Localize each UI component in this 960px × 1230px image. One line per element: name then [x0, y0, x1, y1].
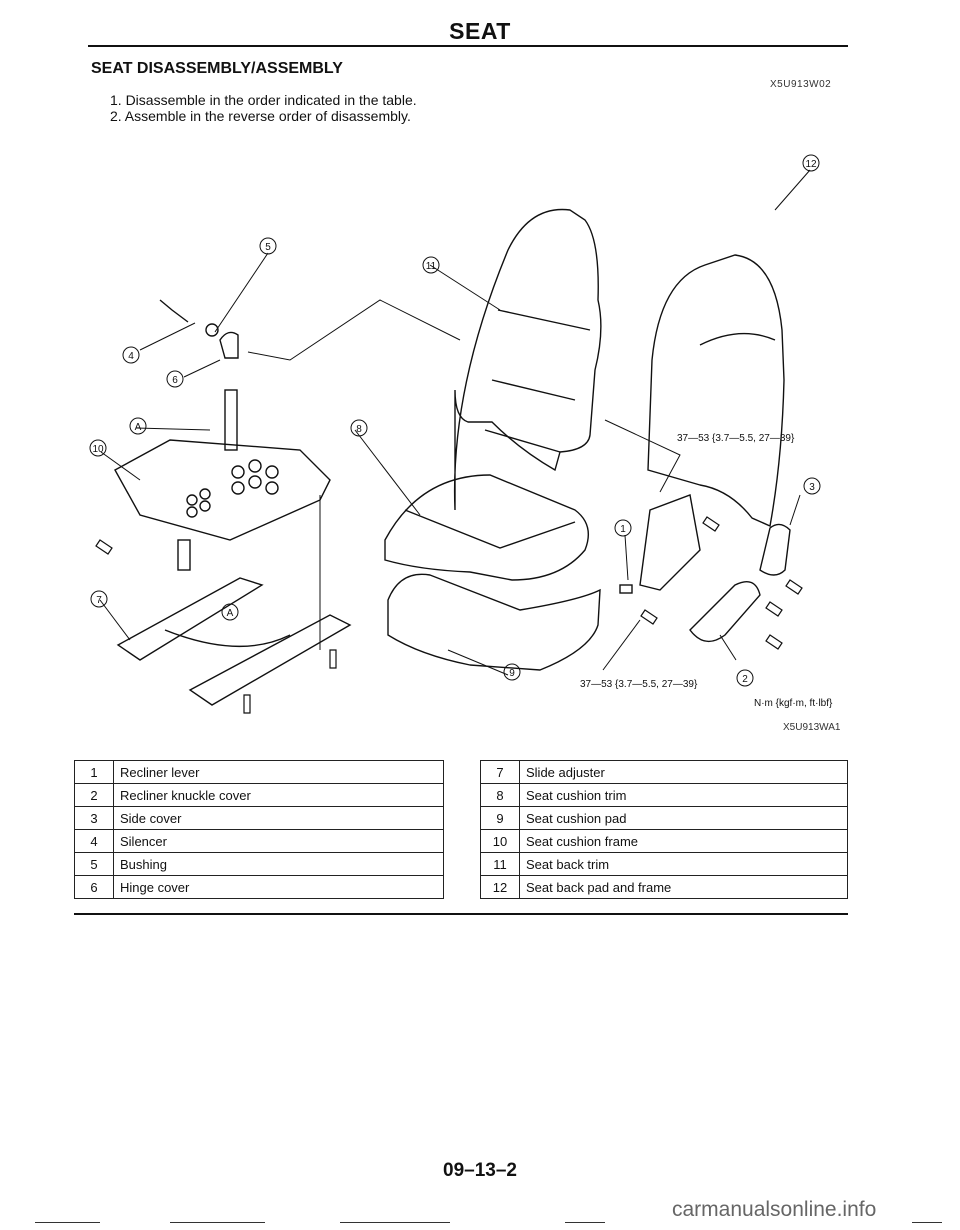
callout-9: 9	[509, 668, 515, 679]
part-name: Hinge cover	[113, 875, 444, 899]
page-header-title: SEAT	[449, 18, 511, 44]
seat-back-pad	[647, 254, 785, 528]
slide-adjuster-wire	[164, 629, 291, 647]
part-number: 10	[480, 829, 520, 853]
part-number: 5	[74, 852, 114, 876]
part-number: 12	[480, 875, 520, 899]
seat-frame-bracket	[224, 389, 238, 451]
seat-back-trim-seams	[484, 309, 591, 453]
footer-scan-line	[912, 1222, 942, 1223]
part-name: Silencer	[113, 829, 444, 853]
seat-cushion-pad	[387, 573, 601, 671]
footer-scan-line	[170, 1222, 265, 1223]
part-name: Slide adjuster	[519, 760, 848, 784]
part-number: 3	[74, 806, 114, 830]
part-number: 9	[480, 806, 520, 830]
part-name: Side cover	[113, 806, 444, 830]
torque-spec-upper: 37—53 {3.7—5.5, 27—39}	[677, 433, 795, 444]
figure-code: X5U913WA1	[783, 722, 841, 733]
part-number: 4	[74, 829, 114, 853]
section-code: X5U913W02	[770, 79, 832, 90]
part-number: 11	[480, 852, 520, 876]
seat-cushion-trim	[384, 474, 589, 581]
footer-scan-line	[340, 1222, 450, 1223]
callout-a-lower: A	[227, 608, 234, 619]
part-name: Bushing	[113, 852, 444, 876]
instruction-2: 2. Assemble in the reverse order of disa…	[110, 108, 411, 124]
bushing	[205, 323, 219, 337]
torque-spec-lower: 37—53 {3.7—5.5, 27—39}	[580, 679, 698, 690]
slide-adjuster-rail-right	[188, 614, 352, 706]
torque-units: N·m {kgf·m, ft·lbf}	[754, 698, 833, 709]
hinge-cover	[219, 331, 239, 359]
instruction-1: 1. Disassemble in the order indicated in…	[110, 92, 417, 108]
side-cover	[759, 523, 791, 576]
part-number: 8	[480, 783, 520, 807]
seat-cushion-frame	[114, 439, 331, 541]
part-name: Seat cushion frame	[519, 829, 848, 853]
part-name: Seat back pad and frame	[519, 875, 848, 899]
callout-a-upper: A	[135, 422, 142, 433]
callout-6: 6	[172, 375, 178, 386]
callout-11: 11	[426, 261, 437, 272]
callout-3: 3	[809, 482, 815, 493]
callout-1: 1	[620, 524, 626, 535]
part-name: Seat cushion trim	[519, 783, 848, 807]
callout-5: 5	[265, 242, 271, 253]
callout-8: 8	[356, 424, 362, 435]
recliner-knuckle	[639, 494, 701, 591]
callout-10: 10	[92, 444, 104, 455]
callout-2: 2	[742, 674, 748, 685]
part-name: Seat cushion pad	[519, 806, 848, 830]
part-number: 2	[74, 783, 114, 807]
header-rule	[88, 45, 848, 47]
seat-back-pad-seam	[699, 332, 776, 346]
recliner-lever	[619, 584, 633, 594]
watermark: carmanualsonline.info	[672, 1198, 877, 1221]
part-name: Recliner lever	[113, 760, 444, 784]
bottom-rule	[74, 913, 848, 915]
footer-scan-line	[565, 1222, 605, 1223]
section-title: SEAT DISASSEMBLY/ASSEMBLY	[91, 60, 343, 77]
slide-adjuster-handle	[177, 539, 191, 571]
callout-12: 12	[805, 159, 817, 170]
part-name: Recliner knuckle cover	[113, 783, 444, 807]
part-name: Seat back trim	[519, 852, 848, 876]
footer-scan-line	[35, 1222, 100, 1223]
silencer	[159, 299, 189, 323]
seat-cushion-trim-seam	[404, 509, 576, 549]
callout-4: 4	[128, 351, 134, 362]
part-number: 7	[480, 760, 520, 784]
part-number: 6	[74, 875, 114, 899]
page-number: 09–13–2	[443, 1160, 517, 1181]
callout-7: 7	[96, 595, 102, 606]
slide-adjuster-rail-left	[116, 577, 264, 661]
seat-exploded-diagram: 5 11 4 6 A 10 8 12 3 1 7 A 9 2	[89, 154, 821, 714]
seat-back-trim	[453, 208, 602, 511]
part-number: 1	[74, 760, 114, 784]
recliner-knuckle-cover	[689, 581, 761, 643]
diagram-callouts: 5 11 4 6 A 10 8 12 3 1 7 A 9 2	[92, 159, 817, 685]
